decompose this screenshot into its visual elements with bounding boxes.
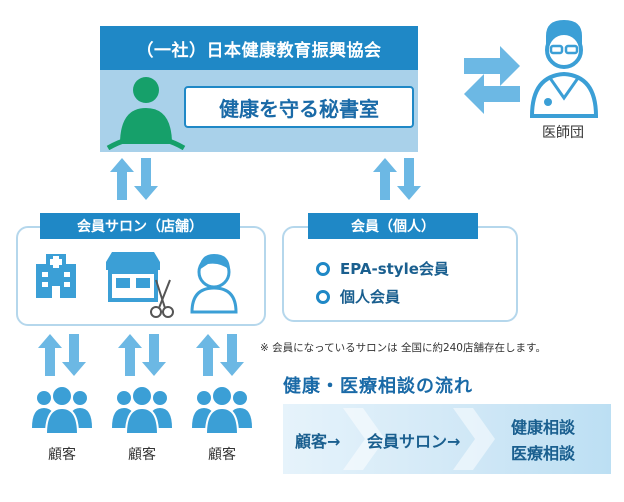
flow-step-salon: 会員サロン→	[367, 432, 461, 451]
doctor-icon	[529, 20, 599, 118]
member-salon-title: 会員サロン（店舗）	[40, 213, 240, 239]
hospital-icon	[36, 254, 76, 298]
exchange-arrows-icon	[464, 46, 520, 114]
salon-count-note: ※ 会員になっているサロンは 全国に約240店舗存在します。	[260, 342, 546, 354]
consultation-flow-title: 健康・医療相談の流れ	[283, 376, 473, 397]
secretary-person-icon	[106, 77, 186, 150]
customer-group-icon	[112, 385, 172, 435]
up-down-arrows-icon	[118, 334, 166, 376]
organization-block: （一社）日本健康教育振興協会 健康を守る秘書室	[100, 26, 418, 152]
chevron-arrows-icon	[343, 408, 495, 470]
customer-label: 顧客	[208, 447, 236, 463]
organization-title: （一社）日本健康教育振興協会	[100, 26, 418, 70]
member-type-item: 個人会員	[316, 286, 400, 307]
flow-step-customer: 顧客→	[295, 432, 341, 451]
up-down-arrows-icon	[110, 158, 158, 200]
individual-member-panel: EPA-style会員 個人会員	[282, 226, 518, 322]
customer-label: 顧客	[48, 447, 76, 463]
up-down-arrows-icon	[373, 158, 421, 200]
staff-person-icon	[190, 254, 238, 314]
up-down-arrows-icon	[38, 334, 86, 376]
bullet-icon	[316, 289, 330, 304]
flow-step-medical: 医療相談	[511, 444, 576, 463]
bullet-icon	[316, 261, 330, 276]
shop-scissors-icon	[106, 252, 174, 318]
secretary-office-box: 健康を守る秘書室	[184, 86, 414, 128]
consultation-flow-banner: 顧客→ 会員サロン→ 健康相談 医療相談	[283, 404, 611, 474]
individual-member-title: 会員（個人）	[308, 213, 478, 239]
customer-label: 顧客	[128, 447, 156, 463]
customer-group-icon	[192, 385, 252, 435]
doctor-label: 医師団	[542, 125, 584, 141]
customer-group-icon	[32, 385, 92, 435]
flow-step-health: 健康相談	[511, 418, 576, 437]
up-down-arrows-icon	[196, 334, 244, 376]
member-type-label: 個人会員	[340, 288, 401, 306]
member-type-label: EPA-style会員	[340, 260, 449, 278]
member-type-item: EPA-style会員	[316, 258, 449, 279]
